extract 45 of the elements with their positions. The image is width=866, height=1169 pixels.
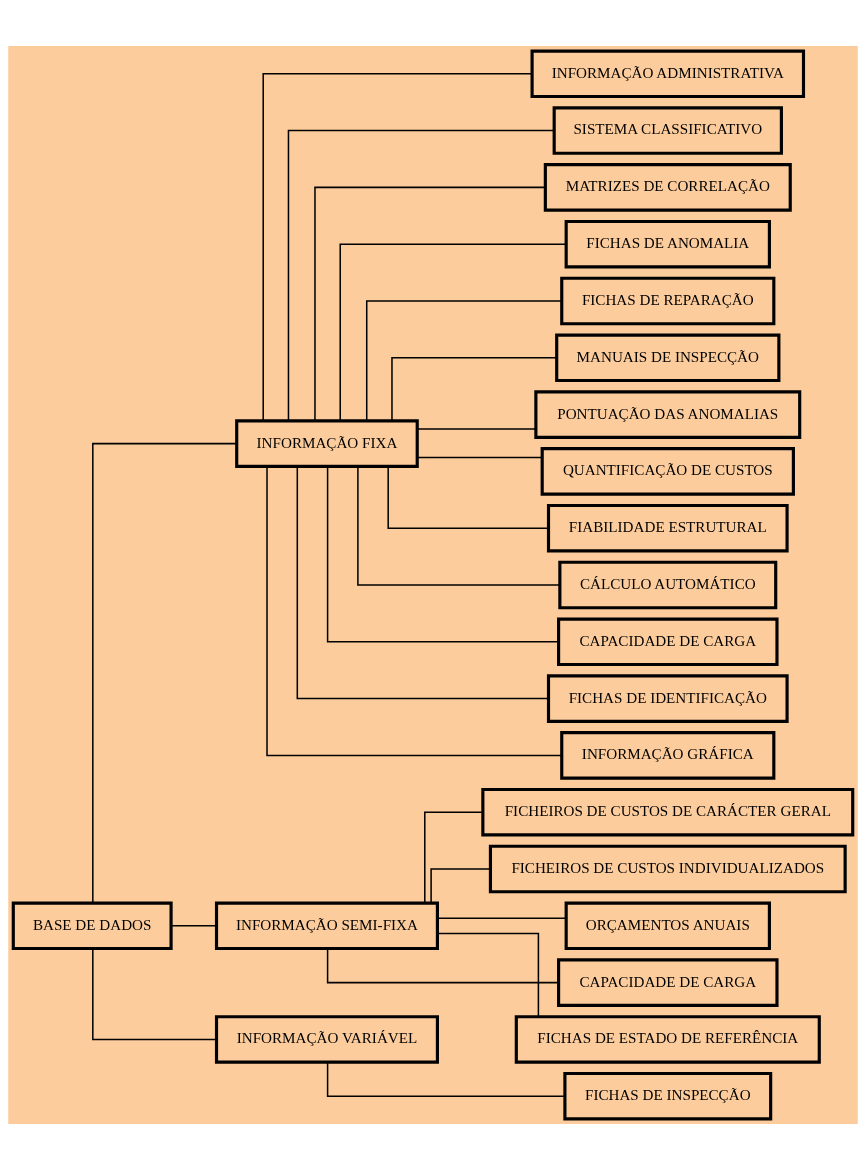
connector (326, 465, 560, 643)
node-box: FICHAS DE INSPECÇÃO (563, 1071, 773, 1121)
connector (262, 72, 533, 421)
connector (424, 810, 484, 904)
node-box: CAPACIDADE DE CARGA (557, 617, 779, 666)
node-box: FICHAS DE ESTADO DE REFERÊNCIA (514, 1014, 821, 1064)
node-box: FICHAS DE IDENTIFICAÇÃO (546, 673, 789, 723)
node-box: MANUAIS DE INSPECÇÃO (555, 333, 781, 382)
connector (416, 456, 543, 458)
node-box: SISTEMA CLASSIFICATIVO (552, 105, 783, 155)
node-box: CÁLCULO AUTOMÁTICO (558, 560, 778, 609)
node-box: QUANTIFICAÇÃO DE CUSTOS (540, 446, 795, 496)
connector (365, 299, 563, 421)
connector (92, 947, 218, 1040)
connector (266, 465, 563, 756)
node-box: MATRIZES DE CORRELAÇÃO (543, 162, 792, 212)
node-box: INFORMAÇÃO ADMINISTRATIVA (530, 48, 806, 98)
node-box: INFORMAÇÃO GRÁFICA (560, 730, 776, 780)
connector (416, 427, 537, 430)
connector (326, 947, 560, 983)
connector (287, 129, 555, 421)
node-box: CAPACIDADE DE CARGA (557, 957, 779, 1007)
node-box: INFORMAÇÃO SEMI-FIXA (214, 901, 439, 950)
node-box: INFORMAÇÃO VARIÁVEL (214, 1014, 439, 1064)
connector (436, 932, 540, 1017)
node-box: FICHEIROS DE CUSTOS INDIVIDUALIZADOS (488, 844, 847, 893)
connector (296, 465, 549, 699)
connector (436, 917, 567, 919)
connector (92, 442, 238, 904)
node-box: FICHAS DE ANOMALIA (564, 219, 771, 268)
node-box: BASE DE DADOS (11, 901, 173, 950)
node-box: FICHAS DE REPARAÇÃO (560, 276, 776, 325)
connector (170, 924, 218, 927)
node-box: INFORMAÇÃO FIXA (235, 418, 419, 468)
connector (326, 1060, 566, 1097)
node-box: PONTUAÇÃO DAS ANOMALIAS (534, 389, 802, 439)
node-box: ORÇAMENTOS ANUAIS (564, 901, 771, 950)
connector (314, 186, 546, 422)
connector (391, 356, 558, 421)
node-box: FICHEIROS DE CUSTOS DE CARÁCTER GERAL (481, 787, 855, 836)
connector (357, 465, 561, 586)
connector (339, 242, 567, 421)
connector (387, 465, 550, 529)
node-box: FIABILIDADE ESTRUTURAL (546, 503, 789, 552)
connector (430, 867, 491, 904)
